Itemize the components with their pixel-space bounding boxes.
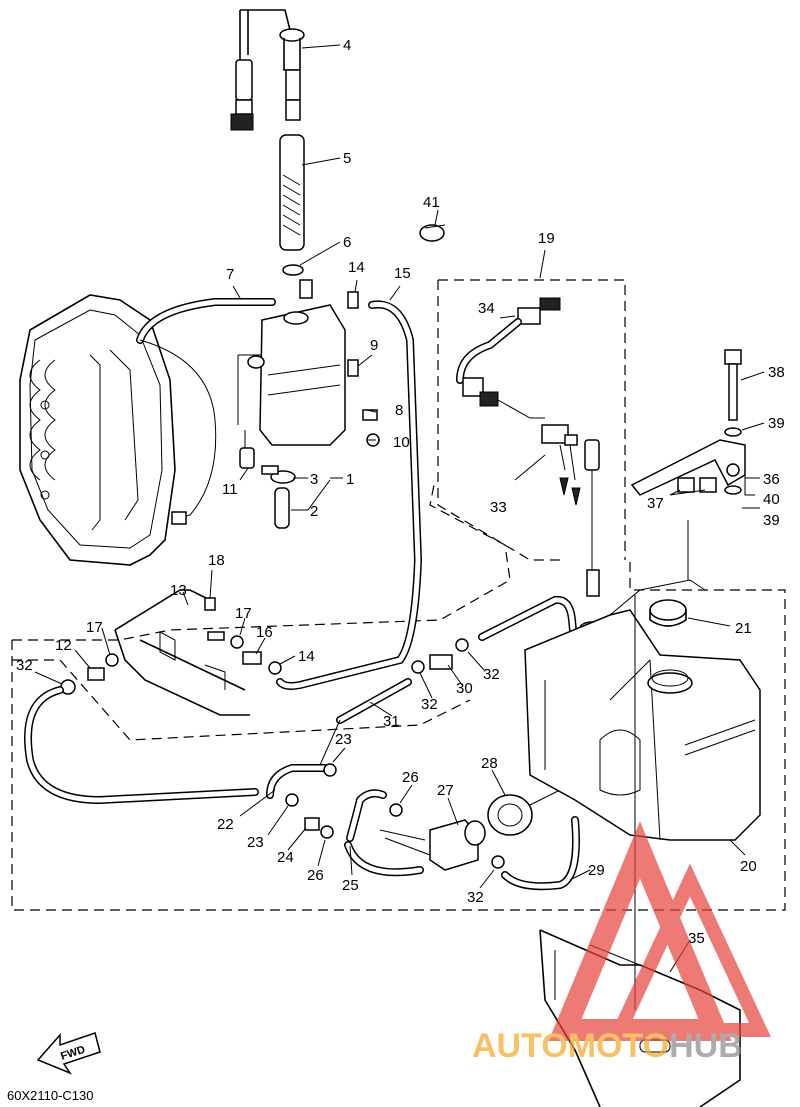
callout-27: 27 [437, 782, 454, 799]
callout-17-right: 17 [235, 605, 252, 622]
callout-22: 22 [217, 816, 234, 833]
callout-26-lower: 26 [307, 867, 324, 884]
callout-32-mid: 32 [421, 696, 438, 713]
callout-14-mid: 14 [298, 648, 315, 665]
callout-24: 24 [277, 849, 294, 866]
callout-25: 25 [342, 877, 359, 894]
callout-11: 11 [222, 481, 238, 498]
vapor-separator [237, 279, 380, 529]
leader-lines [34, 44, 765, 973]
callout-19: 19 [538, 230, 555, 247]
callout-39-lower: 39 [763, 512, 780, 529]
callout-26-upper: 26 [402, 769, 419, 786]
callout-17-left: 17 [86, 619, 103, 636]
callout-32-left: 32 [16, 657, 33, 674]
lower-bracket-13 [114, 589, 250, 716]
callout-23-lower: 23 [247, 834, 264, 851]
callout-6: 6 [343, 234, 351, 251]
fuel-tank-20 [524, 579, 761, 841]
assembly-outline-left [11, 479, 786, 911]
callout-16: 16 [256, 624, 273, 641]
callout-2: 2 [310, 503, 318, 520]
callout-39-upper: 39 [768, 415, 785, 432]
callout-29: 29 [588, 862, 605, 879]
watermark-logo: AUTOMOTOHUB [472, 821, 771, 1065]
hose-upper-right [411, 595, 579, 674]
harness-19 [456, 297, 605, 635]
hose-22-loop [24, 686, 259, 805]
engine-cover [19, 294, 176, 566]
svg-text:AUTOMOTOHUB: AUTOMOTOHUB [472, 1027, 743, 1065]
part-41 [419, 224, 446, 242]
callout-28: 28 [481, 755, 498, 772]
assembly-outline-19 [437, 279, 626, 561]
callout-34: 34 [478, 300, 495, 317]
callout-10: 10 [393, 434, 410, 451]
fwd-arrow: FWD [36, 1032, 101, 1075]
callout-36: 36 [763, 471, 780, 488]
callout-14-top: 14 [348, 259, 365, 276]
callout-9: 9 [370, 337, 378, 354]
watermark-part2: MOTO [568, 1027, 669, 1065]
hose-31 [319, 678, 412, 766]
callout-12: 12 [55, 637, 72, 654]
callout-4: 4 [343, 37, 351, 54]
callout-37: 37 [647, 495, 664, 512]
callout-41: 41 [423, 194, 440, 211]
callout-40: 40 [763, 491, 780, 508]
hose-15 [276, 300, 423, 690]
callout-21: 21 [735, 620, 752, 637]
callout-7: 7 [226, 266, 234, 283]
callout-13: 13 [170, 582, 187, 599]
watermark-part3: HUB [669, 1027, 743, 1065]
callout-1: 1 [346, 471, 354, 488]
callout-3: 3 [310, 471, 318, 488]
callout-38: 38 [768, 364, 785, 381]
callout-33: 33 [490, 499, 507, 516]
callout-15: 15 [394, 265, 411, 282]
watermark-part1: AUTO [472, 1027, 568, 1065]
callout-30: 30 [456, 680, 473, 697]
callout-labels: 4 5 41 6 19 7 14 15 34 9 38 8 39 10 3 1 … [16, 37, 785, 947]
callout-32-right: 32 [483, 666, 500, 683]
callout-18: 18 [208, 552, 225, 569]
tank-bracket [630, 349, 746, 496]
callout-5: 5 [343, 150, 351, 167]
callout-20: 20 [740, 858, 757, 875]
callout-31: 31 [383, 713, 400, 730]
part-code: 60X2110-C130 [7, 1088, 94, 1103]
callout-32-bottom: 32 [467, 889, 484, 906]
callout-23-upper: 23 [335, 731, 352, 748]
hose-7 [136, 298, 276, 525]
fittings-row [60, 631, 282, 695]
callout-8: 8 [395, 402, 403, 419]
fuel-level-sender [230, 9, 305, 276]
callout-35: 35 [688, 930, 705, 947]
